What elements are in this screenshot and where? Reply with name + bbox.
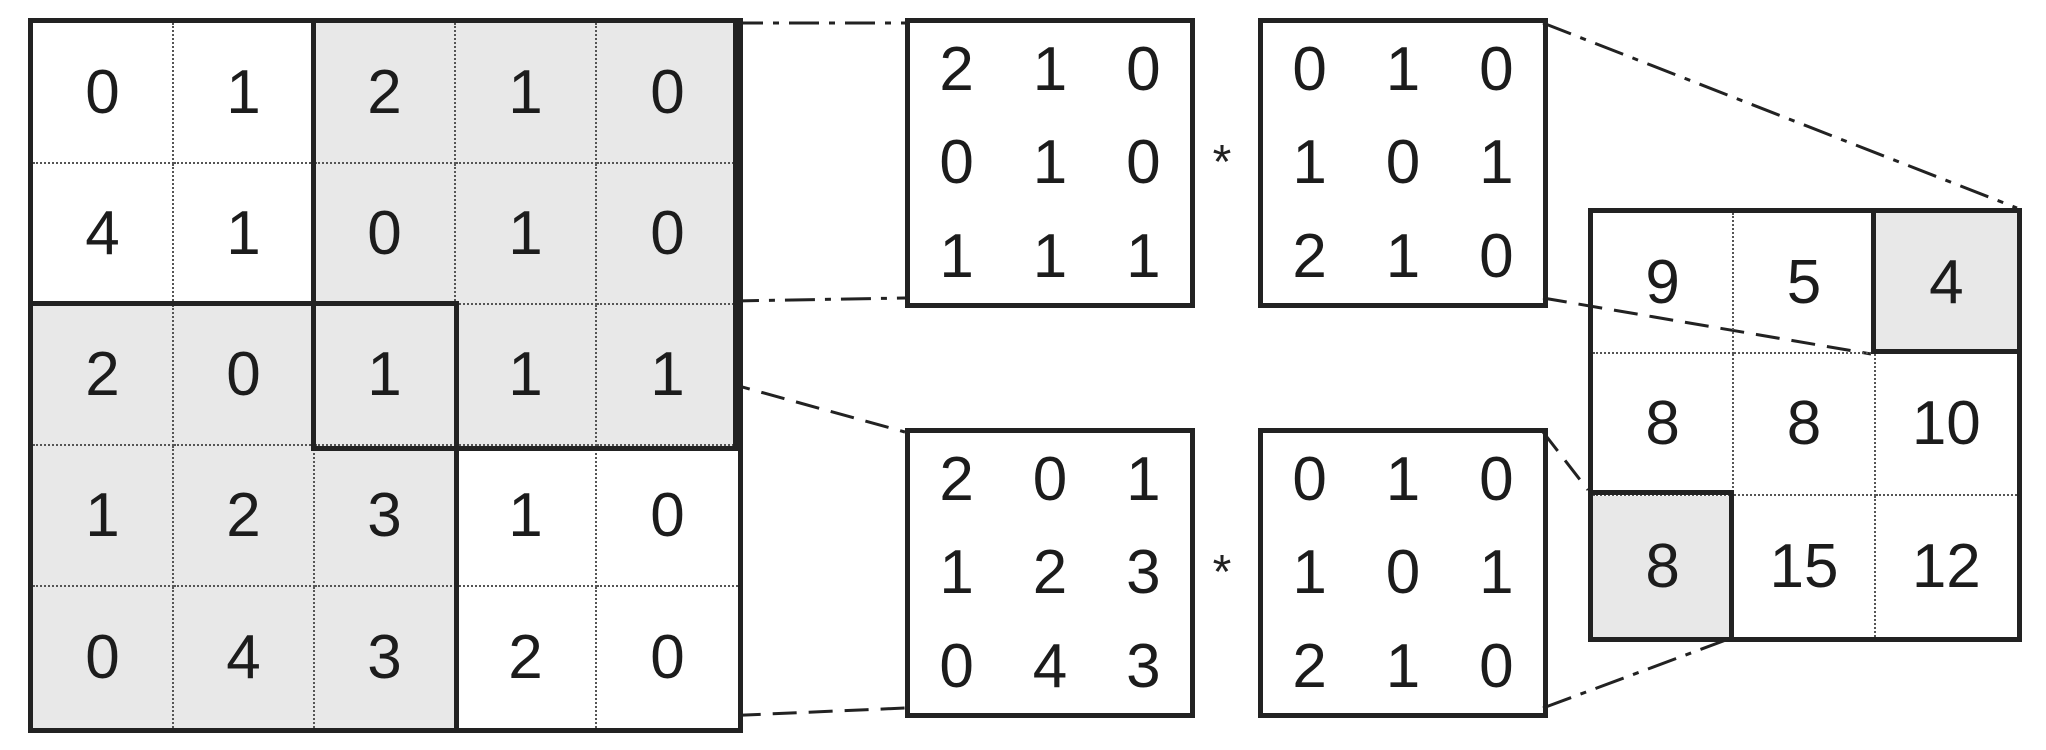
matrix-cell: 1 xyxy=(1032,35,1068,105)
matrix-cell: 1 xyxy=(315,305,456,446)
matrix-cell: 0 xyxy=(1126,35,1161,105)
matrix-cell: 2 xyxy=(1032,538,1068,608)
matrix-cell: 1 xyxy=(174,23,315,164)
matrix-cell: 4 xyxy=(1032,631,1068,701)
matrix-cell: 3 xyxy=(315,446,456,587)
matrix-cell: 2 xyxy=(939,445,974,515)
matrix-cell: 2 xyxy=(315,23,456,164)
matrix-cell: 0 xyxy=(1479,445,1514,515)
matrix-cell: 8 xyxy=(1593,354,1735,496)
matrix-cell: 0 xyxy=(1385,128,1421,198)
matrix-cell: 2 xyxy=(33,305,174,446)
matrix-cell: 0 xyxy=(1479,221,1514,291)
matrix-cell: 10 xyxy=(1875,354,2017,496)
matrix-cell: 1 xyxy=(1479,538,1514,608)
matrix-cell: 15 xyxy=(1734,495,1876,637)
matrix-cell: 0 xyxy=(315,164,456,305)
matrix-cell: 1 xyxy=(456,305,597,446)
matrix-cell: 1 xyxy=(1385,35,1421,105)
matrix-cell: 3 xyxy=(1126,538,1161,608)
matrix-cell: 1 xyxy=(1126,445,1161,515)
matrix-cell: 1 xyxy=(1385,631,1421,701)
matrix-cell: 0 xyxy=(939,631,974,701)
matrix-cell: 1 xyxy=(1292,538,1327,608)
matrix-cell: 8 xyxy=(1734,354,1876,496)
matrix-cell: 2 xyxy=(939,35,974,105)
matrix-cell: 1 xyxy=(174,164,315,305)
operator-symbol: * xyxy=(1212,546,1232,599)
matrix-cell: 4 xyxy=(174,587,315,728)
matrix-cell: 3 xyxy=(315,587,456,728)
connector-bottom-patch-out-lower xyxy=(1542,635,1735,710)
matrix-cell: 0 xyxy=(597,446,738,587)
matrix-cell: 4 xyxy=(1875,213,2017,355)
matrix-cell: 1 xyxy=(33,446,174,587)
matrix-cell: 1 xyxy=(456,164,597,305)
matrix-cell: 1 xyxy=(1385,221,1421,291)
matrix-cell: 4 xyxy=(33,164,174,305)
matrix-cell: 8 xyxy=(1593,495,1735,637)
matrix-cell: 0 xyxy=(1385,538,1421,608)
matrix-cell: 5 xyxy=(1734,213,1876,355)
matrix-cell: 3 xyxy=(1126,631,1161,701)
matrix-cell: 0 xyxy=(1126,128,1161,198)
matrix-cell: 9 xyxy=(1593,213,1735,355)
matrix-cell: 0 xyxy=(597,164,738,305)
matrix-cell: 1 xyxy=(939,538,974,608)
matrix-cell: 0 xyxy=(1479,631,1514,701)
matrix-cell: 1 xyxy=(456,23,597,164)
matrix-cell: 2 xyxy=(1292,221,1327,291)
matrix-cell: 2 xyxy=(174,446,315,587)
matrix-cell: 1 xyxy=(456,446,597,587)
matrix-cell: 2 xyxy=(1292,631,1327,701)
matrix-cell: 0 xyxy=(1292,35,1327,105)
matrix-cell: 1 xyxy=(939,221,974,291)
matrix-cell: 0 xyxy=(33,23,174,164)
matrix-cell: 0 xyxy=(650,623,685,692)
matrix-cell: 1 xyxy=(1032,221,1068,291)
matrix-cell: 1 xyxy=(1292,128,1327,198)
connector-bottom-patch-out-upper xyxy=(1541,431,1590,491)
connector-top-patch-out-upper xyxy=(1542,21,2018,210)
matrix-cell: 0 xyxy=(1292,445,1327,515)
matrix-cell: 2 xyxy=(456,587,597,728)
operator-symbol: * xyxy=(1212,136,1232,189)
matrix-cell: 1 xyxy=(597,305,738,446)
matrix-cell: 1 xyxy=(1385,445,1421,515)
matrix-cell: 1 xyxy=(1479,128,1514,198)
matrix-cell: 0 xyxy=(1032,445,1068,515)
matrix-cell: 1 xyxy=(1126,221,1161,291)
matrix-cell: 0 xyxy=(174,305,315,446)
matrix-cell: 1 xyxy=(1032,128,1068,198)
matrix-cell: 0 xyxy=(597,23,738,164)
matrix-cell: 0 xyxy=(1479,35,1514,105)
matrix-cell: 12 xyxy=(1911,531,1981,601)
matrix-cell: 0 xyxy=(939,128,974,198)
matrix-cell: 0 xyxy=(33,587,174,728)
